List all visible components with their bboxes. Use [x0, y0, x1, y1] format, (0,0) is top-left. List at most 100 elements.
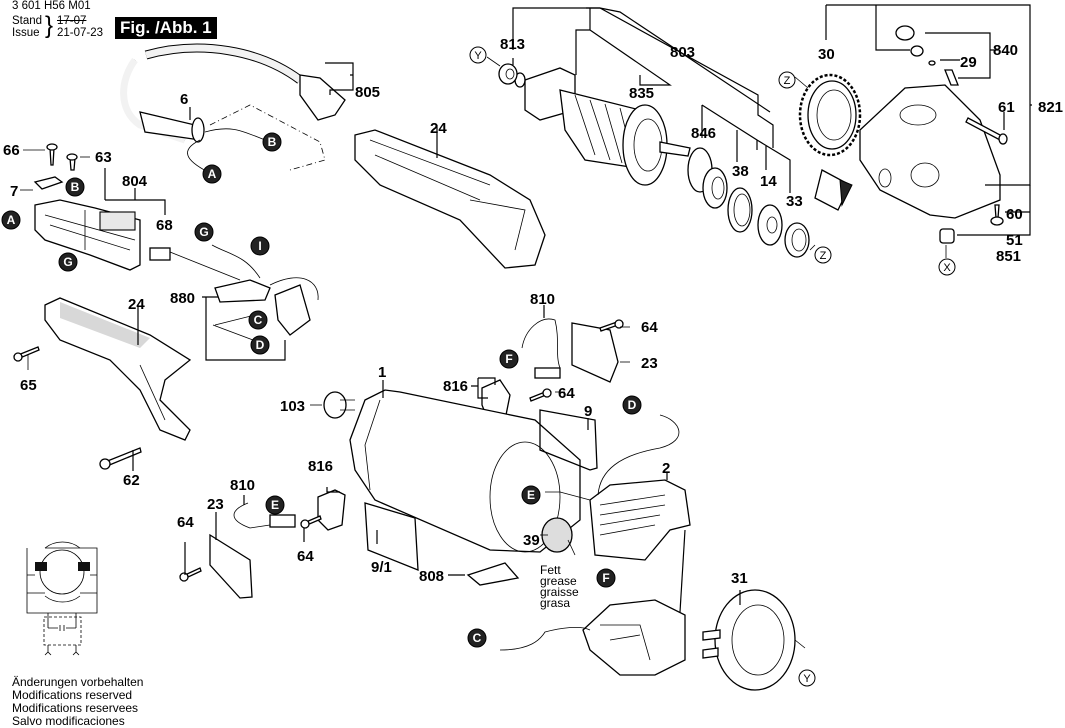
part-label-62: 62: [123, 472, 140, 489]
part-label-880: 880: [170, 290, 195, 307]
part-label-804: 804: [122, 173, 148, 190]
modifications-notice: Änderungen vorbehalten Modifications res…: [12, 676, 143, 728]
cable-d: [597, 414, 680, 496]
screw-65: [13, 346, 40, 362]
connector-e-field-label: E: [527, 488, 535, 502]
doc-code-text: 3 601 H56 M01: [12, 0, 91, 12]
bevel-gear-30: [798, 73, 862, 157]
part-label-7: 7: [10, 183, 18, 200]
part-label-1: 1: [378, 364, 386, 381]
ref-z-gear-label: Z: [784, 75, 791, 87]
connector-e-brush: E: [265, 495, 285, 515]
connector-c-field-label: C: [473, 631, 482, 645]
issue-date: 21-07-23: [57, 27, 104, 39]
grease-note-es: grasa: [540, 596, 570, 610]
connector-d-field-label: D: [628, 398, 637, 412]
connector-f-field-label: F: [602, 571, 609, 585]
part-number-labels: 6 805 24 66 63 7 804 68 880 24 65 62 103…: [3, 36, 1063, 587]
part-label-846: 846: [691, 125, 716, 142]
part-label-64-bottom-left: 64: [177, 514, 194, 531]
cable-c: [499, 626, 591, 651]
grease-note: Fett grease graisse grasa: [540, 563, 579, 610]
connector-a-label: A: [208, 167, 217, 181]
connector-f-top-label: F: [505, 352, 512, 366]
part-label-24-lower: 24: [128, 296, 145, 313]
connector-c-unit-label: C: [254, 313, 263, 327]
ref-y-cap-label: Y: [803, 673, 811, 685]
carbon-brush-cable-810-bottom: [233, 502, 296, 529]
cable-e: [545, 491, 591, 501]
part-label-821: 821: [1038, 99, 1063, 116]
part-label-813: 813: [500, 36, 525, 53]
part-label-23-top: 23: [641, 355, 658, 372]
felt-pad: [814, 169, 853, 211]
stand-issue-labels: Stand Issue: [12, 15, 42, 39]
bearing-14: [757, 204, 783, 246]
connector-i: I: [250, 236, 270, 256]
part-label-61: 61: [998, 99, 1015, 116]
part-label-29: 29: [960, 54, 977, 71]
connector-e-field: E: [521, 485, 541, 505]
brush-holder-816-bottom: [317, 489, 346, 531]
part-label-2: 2: [662, 460, 670, 477]
document-code: 3 601 H56 M01: [12, 0, 91, 13]
screw-60: [990, 204, 1004, 226]
part-label-9: 9: [584, 403, 592, 420]
connector-a-cord: A: [202, 164, 222, 184]
wiring-schematic: [26, 541, 98, 656]
leader-lines: [20, 4, 1032, 649]
part-label-840: 840: [993, 42, 1018, 59]
ref-y-top-label: Y: [474, 50, 482, 62]
connector-g-unit: G: [194, 222, 214, 242]
grease-note-en: grease: [540, 574, 577, 588]
connector-a-switch-label: A: [7, 213, 16, 227]
part-label-23-bottom: 23: [207, 496, 224, 513]
gasket-9-1: [364, 502, 419, 571]
screw-64-bottom-left: [179, 567, 202, 582]
screw-64-bottom-mid: [300, 515, 322, 529]
spindle-lock-840: [895, 25, 959, 86]
screw-64-mid: [529, 388, 552, 402]
part-label-64-bottom-mid: 64: [297, 548, 314, 565]
connector-d-unit: D: [250, 335, 270, 355]
brace-symbol: }: [45, 12, 54, 39]
part-label-63: 63: [95, 149, 112, 166]
stand-label: Stand: [12, 15, 43, 27]
part-label-816-bottom: 816: [308, 458, 333, 475]
screw-62: [99, 447, 142, 470]
screw-66: [46, 143, 58, 166]
handle-24-lower: [44, 297, 192, 441]
part-label-31: 31: [731, 570, 748, 587]
switch-unit-880: [211, 244, 319, 336]
connector-d-field: D: [622, 395, 642, 415]
part-label-851: 851: [996, 248, 1021, 265]
part-label-14: 14: [760, 173, 777, 190]
part-label-51: 51: [1006, 232, 1023, 249]
connector-b-switch: B: [65, 177, 85, 197]
switch-assembly: [34, 199, 241, 281]
part-label-64-top: 64: [641, 319, 658, 336]
grease-note-fr: graisse: [540, 585, 579, 599]
part-label-803: 803: [670, 44, 695, 61]
part-label-810-top: 810: [530, 291, 555, 308]
connector-g-unit-label: G: [199, 225, 208, 239]
label-808: [466, 562, 520, 586]
connector-g-switch: G: [58, 252, 78, 272]
assembly-guide-line: [209, 104, 326, 171]
notice-fr: Modifications reservees: [12, 701, 139, 715]
connector-c-field: C: [467, 628, 487, 648]
ref-x-label: X: [943, 262, 951, 274]
field-coil-2: [589, 479, 691, 561]
notice-de: Änderungen vorbehalten: [12, 675, 144, 689]
needle-bearing-38: [727, 187, 753, 233]
connector-f-top: F: [499, 349, 519, 369]
ref-marker-y-top: Y: [469, 46, 487, 64]
issue-label: Issue: [12, 27, 40, 39]
part-label-805: 805: [355, 84, 380, 101]
connector-c-unit: C: [248, 310, 268, 330]
connector-b-label: B: [268, 135, 277, 149]
part-7-clip: [33, 176, 64, 190]
grease-note-de: Fett: [540, 563, 561, 577]
screw-63: [66, 153, 78, 171]
